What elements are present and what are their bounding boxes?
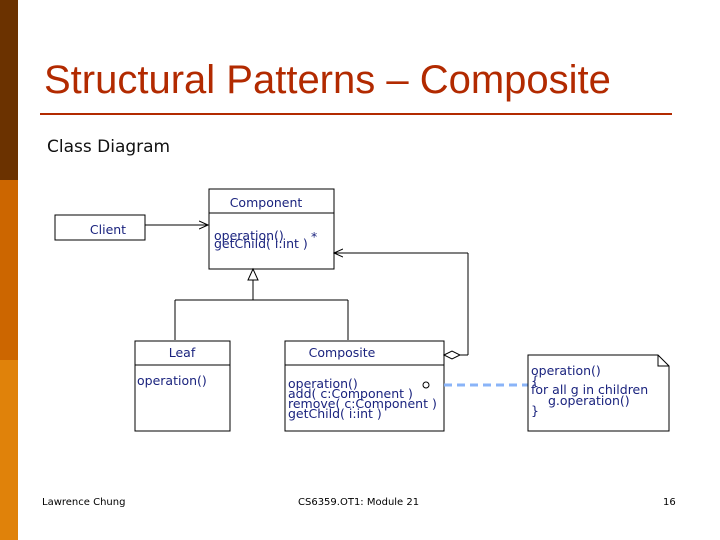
composite-op-add: add( c:Component ) (288, 386, 413, 401)
composite-op-getchild: getChild( i:int ) (288, 406, 382, 421)
component-op-getchild: getChild( i:int ) (214, 236, 308, 251)
sidebar-segment-middle (0, 180, 18, 360)
aggregation-diamond (442, 350, 462, 360)
composite-op-remove: remove( c:Component ) (288, 396, 437, 411)
generalization-lines (174, 267, 349, 340)
leaf-name: Leaf (169, 345, 196, 360)
note-fold (657, 355, 669, 367)
leaf-op-operation: operation() (137, 373, 207, 388)
client-class: Client (54, 214, 146, 241)
note-line-4: g.operation() (548, 393, 630, 408)
sidebar-accent (0, 0, 18, 540)
component-name: Component (230, 195, 303, 210)
aggregation-line (334, 253, 469, 360)
client-name: Client (90, 222, 126, 237)
composite-op-operation: operation() (288, 376, 358, 391)
component-class: Component operation() getChild( i:int ) … (208, 188, 335, 270)
note-line-1: operation() (531, 363, 601, 378)
sidebar-segment-top (0, 0, 18, 180)
leaf-class: Leaf operation() (134, 340, 231, 432)
footer-page-number: 16 (663, 497, 676, 508)
note-line-2: { (531, 373, 539, 388)
sidebar-segment-bottom (0, 360, 18, 540)
composite-name: Composite (309, 345, 376, 360)
note-anchor-circle (422, 381, 430, 389)
note-box: operation() { for all g in children g.op… (527, 354, 670, 432)
inheritance-triangle (247, 267, 259, 281)
composite-class: Composite operation() add( c:Component )… (284, 340, 445, 432)
multiplicity-label: * (311, 229, 317, 244)
footer-author: Lawrence Chung (42, 497, 126, 508)
footer-course: CS6359.OT1: Module 21 (298, 497, 420, 508)
slide-subtitle: Class Diagram (47, 137, 171, 157)
slide-title: Structural Patterns – Composite (44, 58, 611, 102)
note-line-5: } (531, 403, 539, 418)
component-op-operation: operation() (214, 228, 284, 243)
title-underline (40, 113, 672, 115)
note-line-3: for all g in children (531, 382, 648, 397)
